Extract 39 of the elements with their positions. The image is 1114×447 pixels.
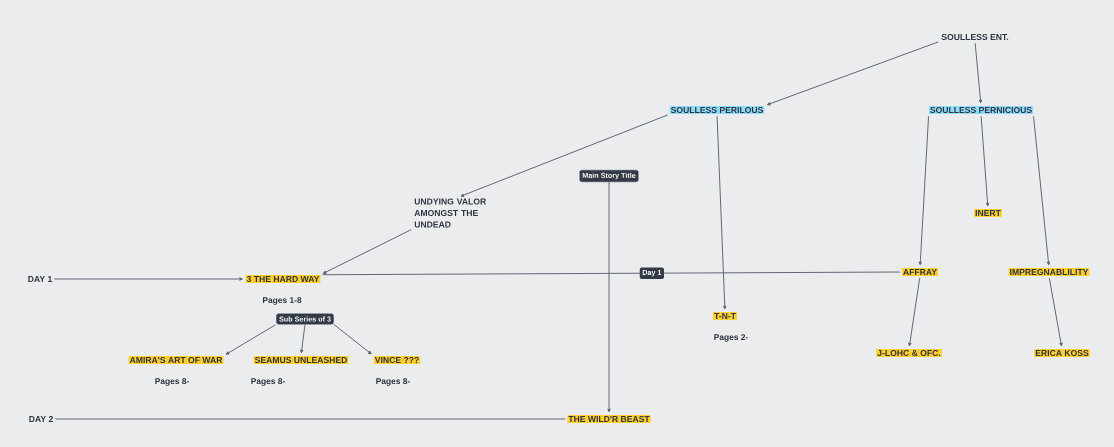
story-title: INERT (974, 209, 1002, 217)
imprint-label: SOULLESS PERNICIOUS (928, 105, 1034, 115)
connector-line (55, 418, 566, 420)
page-range-text: Pages 1-8 (262, 297, 302, 305)
arrow (300, 323, 306, 354)
page-range-text: Pages 8- (376, 378, 410, 386)
story-title: VINCE ??? (373, 355, 421, 365)
arrow (908, 277, 921, 347)
story-title: AMIRA'S ART OF WAR (128, 355, 224, 365)
story-title: AFFRAY (901, 268, 939, 276)
story-title: SEAMUS UNLEASHED (253, 355, 349, 365)
timeline-line (322, 271, 901, 276)
story-title: THE WILD'R BEAST (567, 414, 651, 424)
page-range-text: Pages 8- (155, 378, 189, 386)
publisher-label: SOULLESS ENT. (941, 33, 1009, 41)
arrow (766, 41, 939, 106)
story-title: 3 THE HARD WAY (245, 274, 321, 284)
imprint-label: SOULLESS PERILOUS (669, 105, 765, 115)
arrow (225, 324, 276, 355)
story-title: J-LOHC & OFC. (876, 348, 942, 358)
story-title: UNDYING VALOR AMONGST THE UNDEAD (414, 198, 487, 228)
arrow (54, 277, 243, 281)
page-range-text: Pages 2- (714, 334, 748, 342)
arrow (1033, 115, 1051, 266)
arrow (333, 323, 372, 355)
arrow (322, 229, 412, 274)
arrow (460, 114, 669, 197)
arrow (918, 115, 929, 266)
arrow (1048, 277, 1063, 347)
story-title: ERICA KOSS (1034, 348, 1090, 358)
arrow (716, 115, 727, 310)
day-label: DAY 1 (28, 276, 53, 282)
arrow (974, 42, 983, 104)
arrow (980, 115, 990, 207)
story-title: T-N-T (713, 312, 737, 320)
day-label: DAY 2 (29, 416, 53, 422)
story-title: IMPREGNABLILITY (1008, 267, 1090, 277)
arrow (607, 181, 611, 413)
page-range-text: Pages 8- (251, 378, 285, 386)
